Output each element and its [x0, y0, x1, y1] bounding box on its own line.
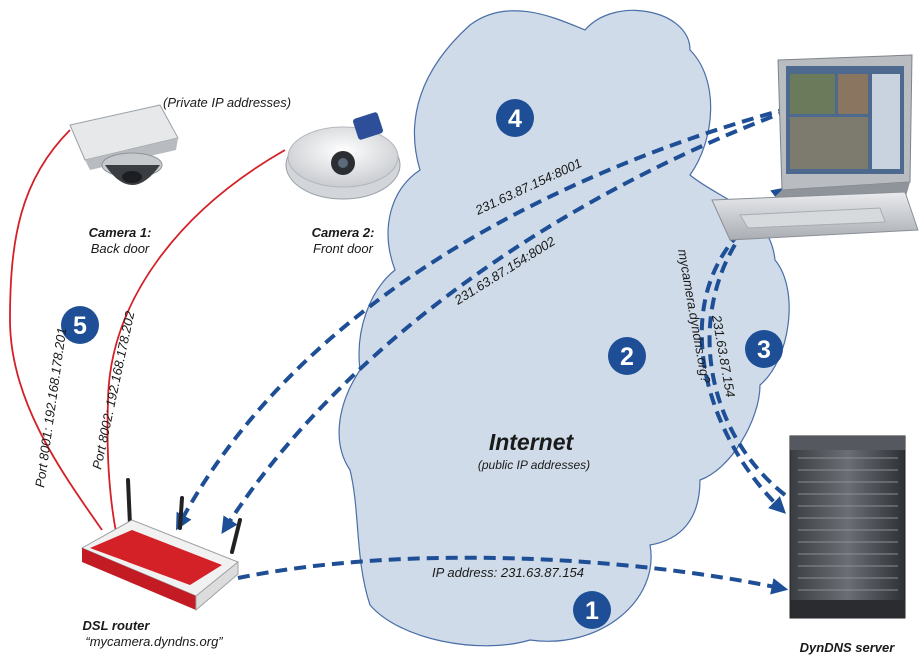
router-host: “mycamera.dyndns.org” — [85, 634, 223, 649]
svg-text:1: 1 — [585, 597, 599, 625]
step-badge-4: 4 — [496, 99, 534, 137]
internet-subtitle: (public IP addresses) — [478, 458, 590, 472]
svg-text:2: 2 — [620, 343, 634, 371]
svg-text:3: 3 — [757, 336, 771, 364]
cable-camera1 — [9, 129, 103, 531]
internet-title: Internet — [489, 429, 575, 455]
router-icon — [80, 478, 242, 612]
arrow-dns-query — [699, 198, 787, 514]
camera1-desc: Back door — [91, 241, 150, 256]
internet-cloud — [338, 9, 790, 647]
step-badge-1: 1 — [573, 591, 611, 629]
arrow-request-8002 — [221, 108, 791, 535]
port-cam1-label: Port 8001: 192.168.178.201 — [32, 327, 69, 489]
step-badge-2: 2 — [608, 337, 646, 375]
svg-text:5: 5 — [73, 312, 87, 340]
cable-camera2 — [106, 149, 286, 533]
camera1-name: Camera 1: — [89, 225, 152, 240]
step-badge-5: 5 — [61, 306, 99, 344]
camera-fisheye-icon — [285, 112, 401, 200]
private-ip-label: (Private IP addresses) — [163, 95, 291, 110]
arrow-dns-reply — [707, 186, 789, 497]
arrow-ip-update — [237, 555, 789, 595]
step-badge-3: 3 — [745, 330, 783, 368]
arrow-request-8001 — [176, 106, 791, 531]
camera2-desc: Front door — [313, 241, 374, 256]
camera-dome-icon — [69, 104, 179, 185]
server-name: DynDNS server — [800, 640, 896, 655]
svg-text:4: 4 — [508, 105, 522, 133]
camera2-name: Camera 2: — [312, 225, 375, 240]
ip-address-label: IP address: 231.63.87.154 — [432, 565, 584, 580]
server-icon — [789, 435, 906, 619]
laptop-icon — [711, 54, 919, 241]
router-name: DSL router — [83, 618, 151, 633]
